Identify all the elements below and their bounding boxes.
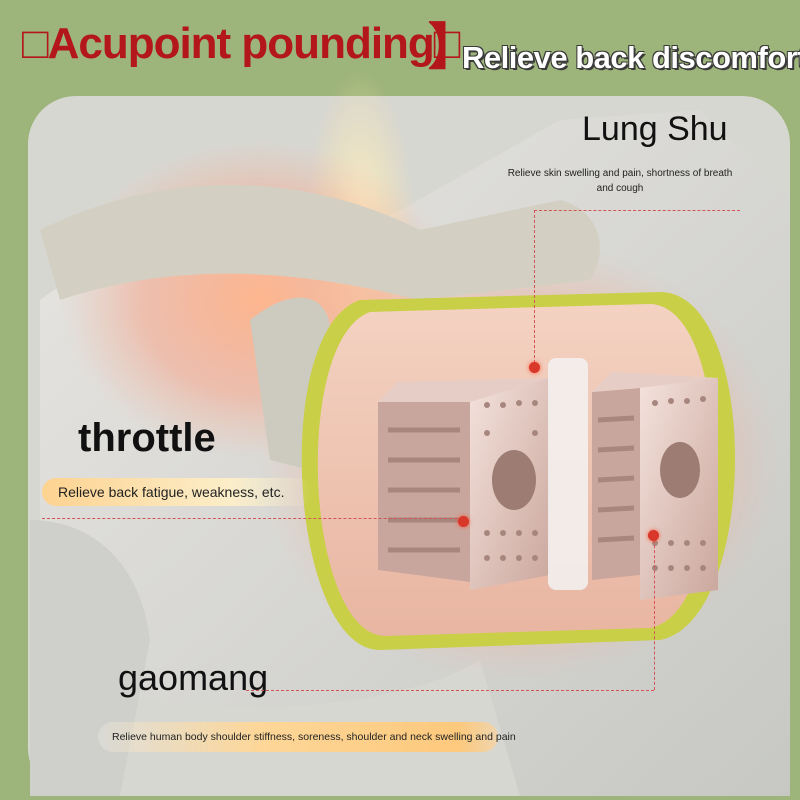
lung-shu-leader-v — [534, 210, 535, 368]
gaomang-marker — [648, 530, 659, 541]
gaomang-leader-v — [654, 540, 655, 690]
headline-bracket: 】 — [428, 19, 478, 75]
throttle-description: Relieve back fatigue, weakness, etc. — [42, 478, 312, 506]
gaomang-description: Relieve human body shoulder stiffness, s… — [98, 722, 516, 752]
headline-relieve: Relieve back discomfort — [462, 40, 800, 75]
lung-shu-description: Relieve skin swelling and pain, shortnes… — [507, 168, 733, 194]
lung-shu-leader-h — [534, 210, 740, 211]
throttle-label: throttle — [78, 416, 216, 460]
throttle-leader — [42, 518, 462, 519]
lung-shu-marker — [529, 362, 540, 373]
gaomang-leader-h — [246, 690, 654, 691]
throttle-marker — [458, 516, 469, 527]
lung-shu-label: Lung Shu — [582, 110, 728, 148]
gaomang-label: gaomang — [118, 657, 269, 698]
headline-acupoint: □Acupoint pounding□ — [22, 19, 460, 68]
